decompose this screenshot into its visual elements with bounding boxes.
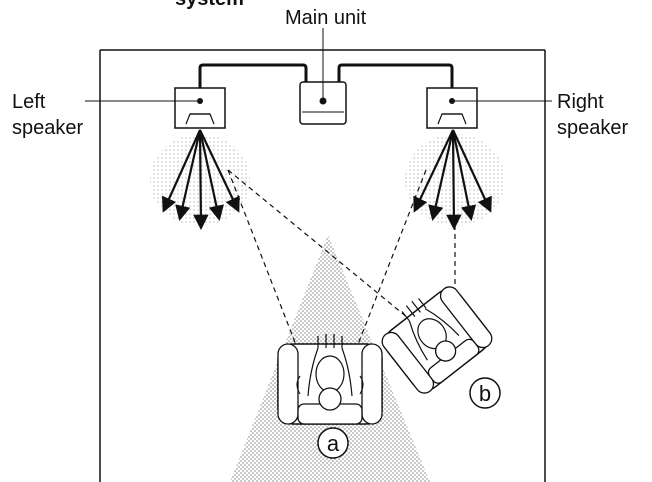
main-unit-label: Main unit bbox=[285, 7, 367, 29]
left-speaker-label-line2: speaker bbox=[12, 117, 83, 139]
listener-a bbox=[277, 334, 383, 425]
title-fragment: system bbox=[175, 0, 244, 10]
left-speaker bbox=[174, 87, 226, 129]
position-a-label: a bbox=[327, 431, 340, 456]
listener-b bbox=[381, 286, 493, 394]
right-speaker-label-line1: Right bbox=[557, 91, 604, 113]
right-speaker bbox=[426, 87, 478, 129]
position-b-label: b bbox=[479, 381, 491, 406]
right-speaker-dispersion bbox=[405, 134, 505, 226]
position-marker-b: b bbox=[469, 377, 501, 409]
left-speaker-arrows bbox=[162, 129, 240, 231]
position-marker-a: a bbox=[317, 427, 349, 459]
left-speaker-label-line1: Left bbox=[12, 91, 46, 113]
sound-path-lines bbox=[227, 169, 456, 353]
right-speaker-label-line2: speaker bbox=[557, 117, 628, 139]
speaker-cables bbox=[198, 63, 454, 88]
right-speaker-arrows bbox=[413, 129, 492, 231]
